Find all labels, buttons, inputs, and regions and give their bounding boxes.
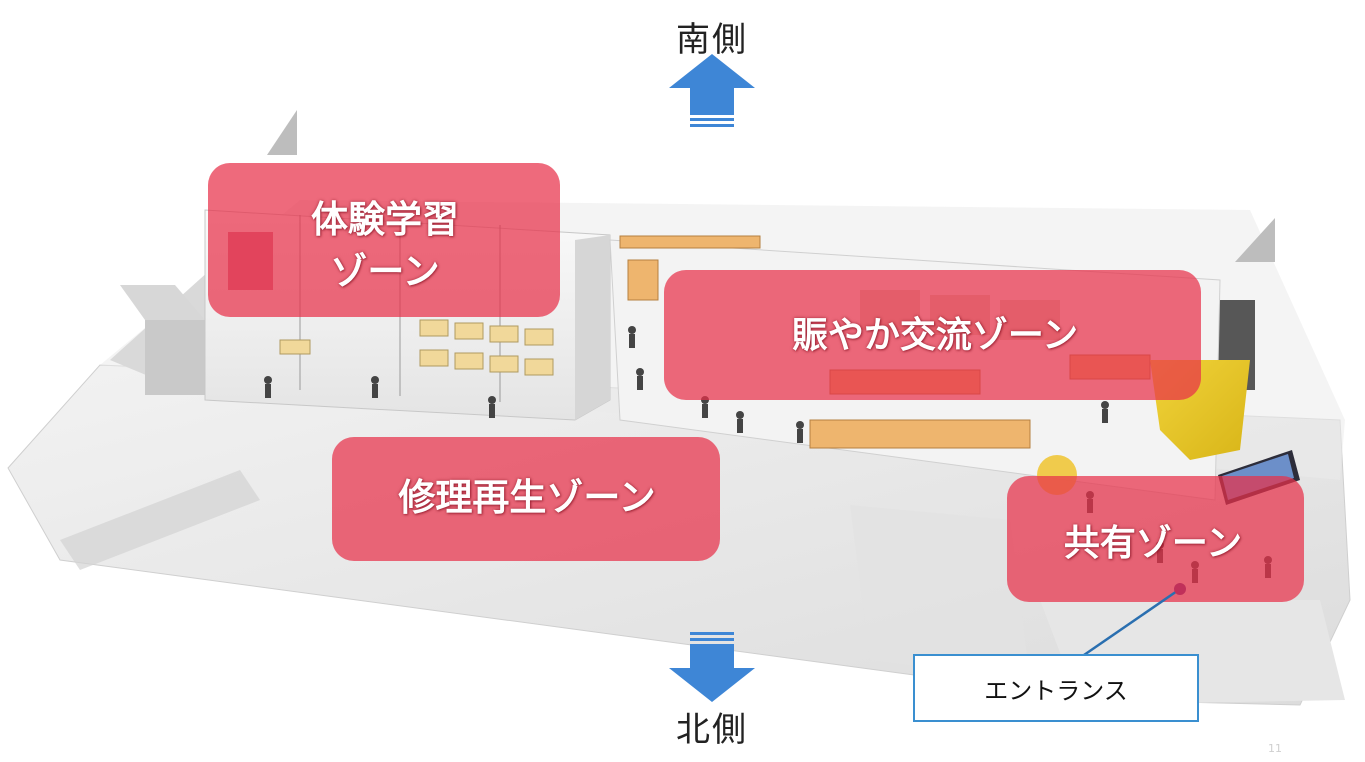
zone-label-exchange: 賑やか交流ゾーン — [791, 315, 1079, 356]
entrance-label: エントランス — [984, 676, 1128, 705]
arrow-up-icon — [669, 54, 755, 127]
zone-box-exchange — [664, 270, 1201, 400]
zone-label-experience-line2: ゾーン — [330, 250, 440, 293]
zone-label-experience-line1: 体験学習 — [311, 198, 459, 241]
page-number: 11 — [1268, 742, 1282, 755]
arrow-down-icon — [669, 632, 755, 702]
entrance-pointer — [1083, 583, 1186, 657]
zone-box-repair — [332, 437, 720, 561]
zone-label-repair: 修理再生ゾーン — [398, 476, 656, 519]
zone-box-experience — [208, 163, 560, 317]
north-label: 北側 — [676, 710, 748, 750]
south-label: 南側 — [676, 20, 748, 60]
zone-label-share: 共有ゾーン — [1063, 523, 1243, 564]
entrance-callout: エントランス — [913, 654, 1199, 722]
zone-box-share — [1007, 476, 1304, 602]
zone-label-experience: 体験学習 ゾーン — [300, 194, 470, 298]
pillars — [120, 110, 1275, 395]
zone-highlights — [208, 163, 1304, 602]
